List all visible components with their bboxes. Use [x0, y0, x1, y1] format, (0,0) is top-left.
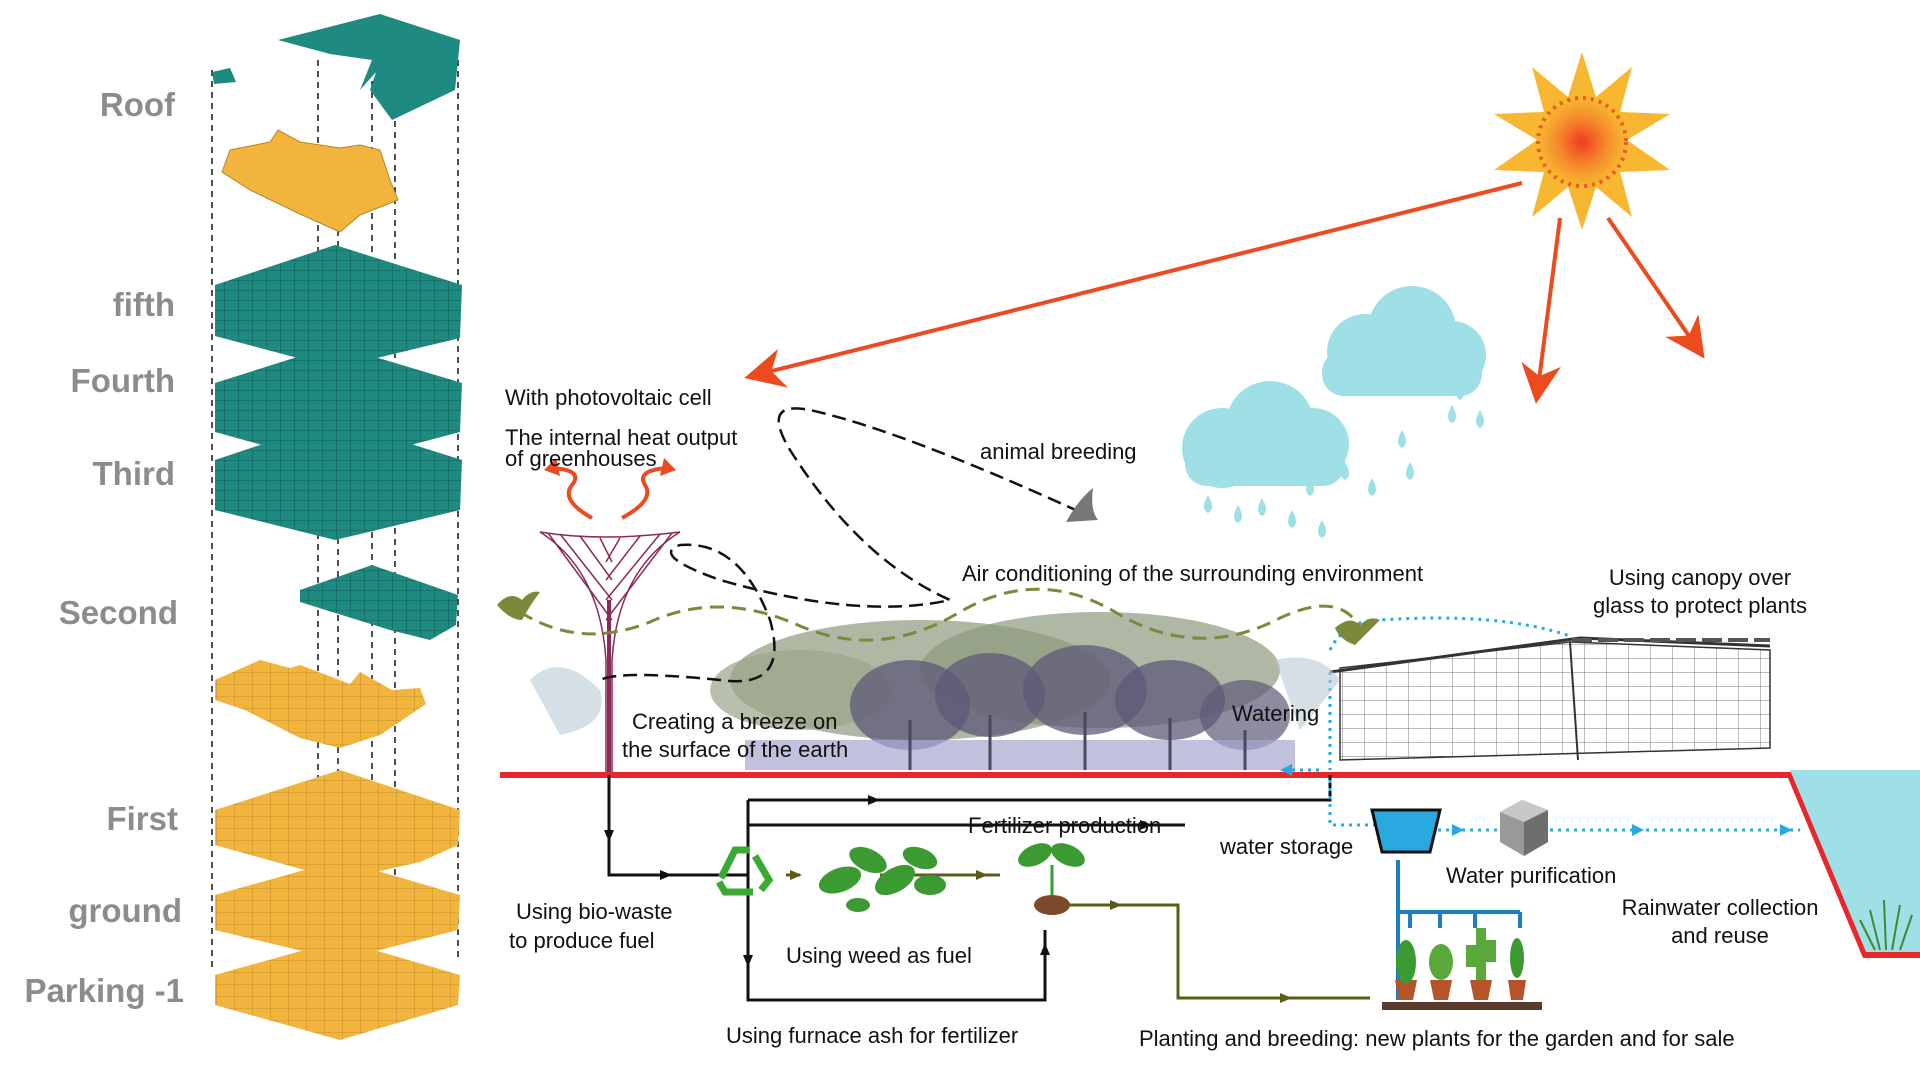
label-photovoltaic: With photovoltaic cell [505, 385, 712, 410]
ground-line [500, 772, 1920, 958]
recycle-icon [715, 846, 774, 896]
sun-icon [1494, 52, 1670, 230]
fifth-slab [215, 245, 462, 368]
greenhouse-icon [1328, 616, 1771, 770]
tree-cluster [530, 612, 1340, 770]
potted-plants-icon [1382, 928, 1542, 1010]
label-air-conditioning: Air conditioning of the surrounding envi… [962, 561, 1424, 586]
leaves-icon [818, 846, 946, 912]
sun-rays [744, 181, 1705, 404]
label-furnace-ash: Using furnace ash for fertilizer [726, 1023, 1019, 1048]
water-tank-icon [1370, 808, 1442, 854]
label-water-purification: Water purification [1446, 863, 1617, 888]
floor-label-fifth: fifth [112, 286, 175, 323]
floor-label-fourth: Fourth [70, 362, 175, 399]
label-rainwater-2: and reuse [1671, 923, 1769, 948]
rain-drops [1204, 382, 1484, 538]
label-rainwater-1: Rainwater collection [1621, 895, 1819, 920]
first-slab [215, 770, 460, 880]
filter-cube-icon [1500, 800, 1548, 856]
wind-path [519, 587, 1362, 642]
ground-slab [215, 860, 460, 960]
floor-label-ground: ground [68, 892, 182, 929]
floor-label-roof: Roof [99, 86, 175, 123]
flow-lines [607, 775, 1332, 1002]
label-fertilizer-production: Fertilizer production [968, 813, 1162, 838]
floor-label-first: First [106, 800, 178, 837]
wind-tower-icon [539, 531, 681, 772]
heat-arrows [551, 466, 669, 520]
floor-stack [211, 14, 462, 1040]
label-canopy-1: Using canopy over [1608, 565, 1792, 590]
label-breeze-2: the surface of the earth [622, 737, 849, 762]
upper-yellow-slab [221, 129, 399, 233]
label-water-storage: water storage [1220, 834, 1354, 859]
roof-slab-main [278, 14, 460, 120]
label-watering: Watering [1232, 701, 1320, 726]
label-planting: Planting and breeding: new plants for th… [1139, 1026, 1735, 1051]
sprout-icon [1018, 843, 1085, 915]
mezzanine-slab [215, 660, 426, 748]
roof-slab [212, 68, 236, 84]
label-weed-fuel: Using weed as fuel [786, 943, 972, 968]
bird-icon [497, 591, 1380, 645]
olive-flow [786, 873, 1370, 1000]
parking-slab [215, 940, 460, 1040]
water-system [1280, 764, 1800, 836]
label-breeze-1: Creating a breeze on [632, 709, 838, 734]
fourth-slab [215, 345, 462, 465]
label-canopy-2: glass to protect plants [1592, 593, 1807, 618]
label-heat-output-2: of greenhouses [505, 446, 657, 471]
floor-label-parking: Parking -1 [24, 972, 184, 1009]
label-biowaste-1: Using bio-waste [516, 899, 673, 924]
third-slab [215, 420, 462, 540]
floor-label-second: Second [58, 594, 178, 631]
cloud-icon [1182, 286, 1486, 488]
label-heat-output-1: The internal heat output [505, 425, 738, 450]
pond [1790, 770, 1920, 952]
grass [1859, 899, 1913, 951]
second-slab [300, 565, 458, 640]
floor-label-third: Third [92, 455, 175, 492]
bird-icon [1066, 488, 1098, 522]
label-animal-breeding: animal breeding [980, 439, 1137, 464]
label-biowaste-2: to produce fuel [509, 928, 655, 953]
